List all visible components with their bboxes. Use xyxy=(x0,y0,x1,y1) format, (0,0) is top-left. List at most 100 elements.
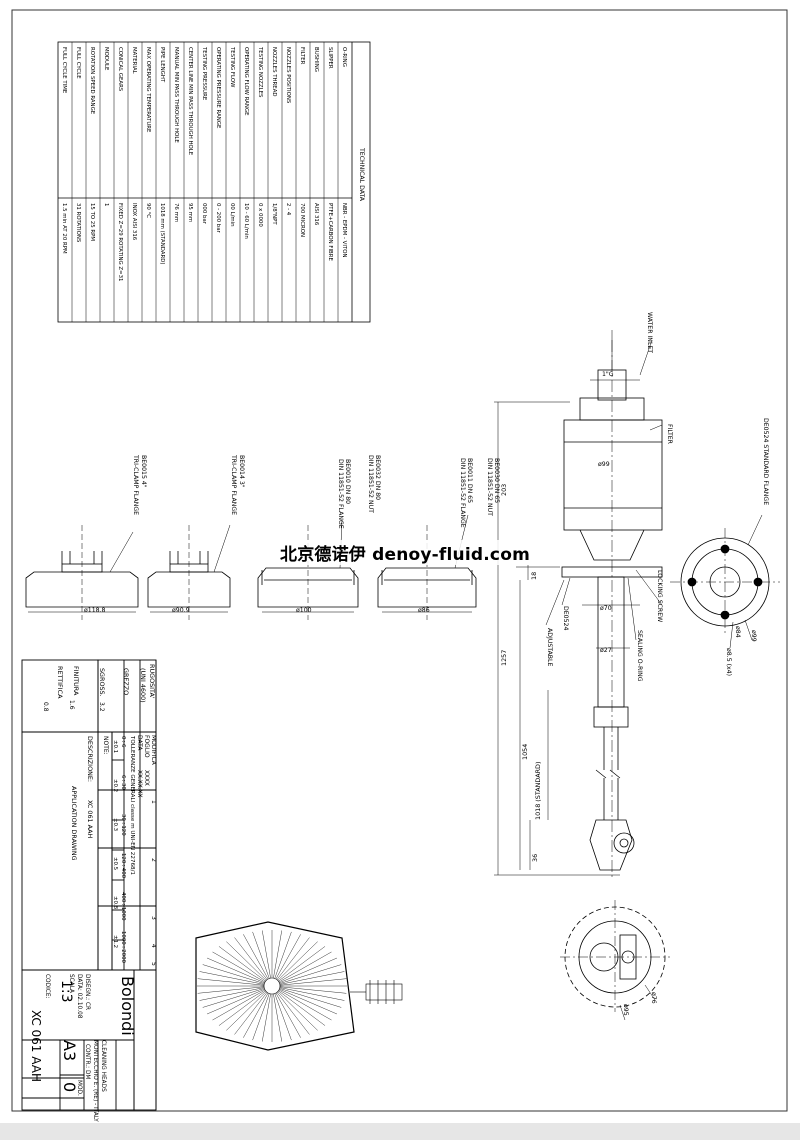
tolerance-value: ±0.1 xyxy=(112,740,118,753)
flange-code: BE0014 3" xyxy=(238,455,245,488)
tolerance-value: ±0.5 xyxy=(112,857,118,870)
tolerance-value: ±0.8 xyxy=(112,896,118,910)
spray-ray xyxy=(271,957,338,987)
tip-diameter-76: ø76 xyxy=(650,992,657,1004)
flange-code: BE0010 DN 80 xyxy=(344,459,351,504)
technical-data-label: CENTER LINE MIN PASS THROUGH HOLE xyxy=(187,47,193,156)
technical-data-frame xyxy=(57,41,371,323)
revision-column: 3 xyxy=(150,916,157,920)
flange-diameter-99: ø99 xyxy=(750,630,757,642)
flange-code: BE0032 DN 80 xyxy=(374,455,381,500)
technical-data-value: 1018 mm (STANDARD) xyxy=(159,203,165,265)
tolerance-value: ±0.2 xyxy=(112,779,118,792)
revision-column: 2 xyxy=(150,858,157,862)
flange-diameter: ø86 xyxy=(418,607,430,614)
flange-dn65 xyxy=(377,514,477,620)
technical-data-label: NOZZLES POSITIONS xyxy=(285,47,291,104)
revision-value: 0 xyxy=(60,1082,79,1092)
spray-pattern-view xyxy=(195,921,403,1051)
spray-ray xyxy=(271,985,338,1015)
technical-data-value: 90 °C xyxy=(145,203,151,218)
spray-ray xyxy=(271,985,326,1026)
spray-ray xyxy=(271,985,347,994)
technical-data-label: FULL CYCLE xyxy=(75,47,81,79)
flange-code: DIN 11851-52 NUT xyxy=(486,458,493,516)
flange-details xyxy=(25,514,477,620)
technical-data-value: 700 MICRON xyxy=(299,203,305,237)
spray-ray xyxy=(197,978,273,987)
technical-data-value: 10 - 60 L/min xyxy=(243,203,249,239)
spray-ray xyxy=(252,985,273,1041)
dimension-203: 203 xyxy=(500,484,508,496)
tolerance-range: 6÷30 xyxy=(120,775,126,790)
tolerance-range: 30÷120 xyxy=(120,814,126,836)
spray-ray xyxy=(262,930,273,987)
brand-logo-text: Bolondi xyxy=(118,976,137,1036)
revision-data: XX.XX.XX xyxy=(136,770,142,798)
technical-data-label: NOZZLES THREAD xyxy=(271,47,277,97)
spray-ray xyxy=(271,951,332,987)
water-inlet-label: WATER INLET xyxy=(646,312,653,353)
technical-data-value: FIXED Z=29 ROTATING Z=31 xyxy=(117,203,123,281)
drawing-frame xyxy=(11,9,788,1112)
flange-code: DIN 11851-52 FLANGE xyxy=(337,459,344,529)
technical-data-value: 1 xyxy=(103,203,109,206)
date-label: DATA: 02.10.08 xyxy=(76,974,82,1019)
dimension-1054: 1054 xyxy=(521,744,529,760)
technical-data-value: 31 ROTATIONS xyxy=(75,203,81,243)
technical-data-label: MANUAL MIN PASS THROUGH HOLE xyxy=(173,47,179,143)
technical-data-label: SLIPPER xyxy=(327,47,333,69)
technical-data-label: MATERIAL xyxy=(131,47,137,74)
standard-flange-view xyxy=(670,514,780,649)
rettifica-label: RETTIFICA xyxy=(56,666,64,699)
foglio-label: FOGLIO xyxy=(143,735,150,758)
technical-data-label: OPERATING PRESSURE RANGE xyxy=(215,47,221,129)
flange-code: BE0030 DN 65 xyxy=(493,458,500,503)
head-diameter-label: ø99 xyxy=(598,461,610,468)
sealing-oring-label: SEALING O-RING xyxy=(636,630,643,682)
technical-data-label: O-RING xyxy=(341,47,347,67)
spray-ray xyxy=(271,931,292,987)
de0524-label: DE0524 xyxy=(562,606,569,630)
spray-ray xyxy=(234,937,273,987)
page-bottom-band xyxy=(0,1123,800,1140)
spray-ray xyxy=(243,934,273,987)
technical-data-label: FULL CYCLE TIME xyxy=(61,47,67,94)
spray-ray xyxy=(206,985,273,1015)
tolerance-value: ±1.2 xyxy=(112,935,118,948)
spray-ray xyxy=(271,985,282,1042)
descrizione-subtitle: APPLICATION DRAWING xyxy=(70,786,78,861)
locking-screw-label: LOCKING SCREW xyxy=(656,570,663,622)
spray-ray xyxy=(271,985,342,1008)
rugosita-norm: (UNI 4600) xyxy=(139,668,147,703)
technical-data-table xyxy=(57,41,371,323)
tolerance-range: 400÷1000 xyxy=(120,892,126,921)
filter-label: FILTER xyxy=(666,424,673,445)
descrizione-label: DESCRIZIONE: xyxy=(86,736,94,782)
tolerance-range: 0÷6 xyxy=(120,736,126,748)
tolerance-range: 1000÷2000 xyxy=(120,931,126,964)
technical-data-value: AISI 316 xyxy=(313,203,319,226)
tolerance-value: ±0.3 xyxy=(112,818,118,831)
spray-ray xyxy=(271,985,292,1041)
modifica-label: MODIFICA xyxy=(150,735,157,766)
inlet-thread-label: 1"G xyxy=(602,371,614,378)
watermark-banner: 北京德诺伊 denoy-fluid.com xyxy=(278,540,532,565)
finitura-value: 1.6 xyxy=(68,700,75,710)
spray-ray xyxy=(199,971,273,987)
flange-be0015 xyxy=(25,525,139,620)
technical-data-value: 2 - 4 xyxy=(285,203,291,216)
dimension-1257: 1257 xyxy=(500,650,508,666)
diameter-27: ø27 xyxy=(600,647,612,654)
codice-label: CODICE: xyxy=(44,974,50,998)
flange-code: BE0015 4" xyxy=(140,455,147,488)
technical-data-label: TESTING NOZZLES xyxy=(257,46,263,98)
title-block xyxy=(21,659,157,1111)
technical-data-label: FILTER xyxy=(299,47,305,65)
spray-head xyxy=(263,977,281,995)
technical-data-value: 000 bar xyxy=(201,203,207,225)
technical-data-label: MODULE xyxy=(103,47,109,71)
